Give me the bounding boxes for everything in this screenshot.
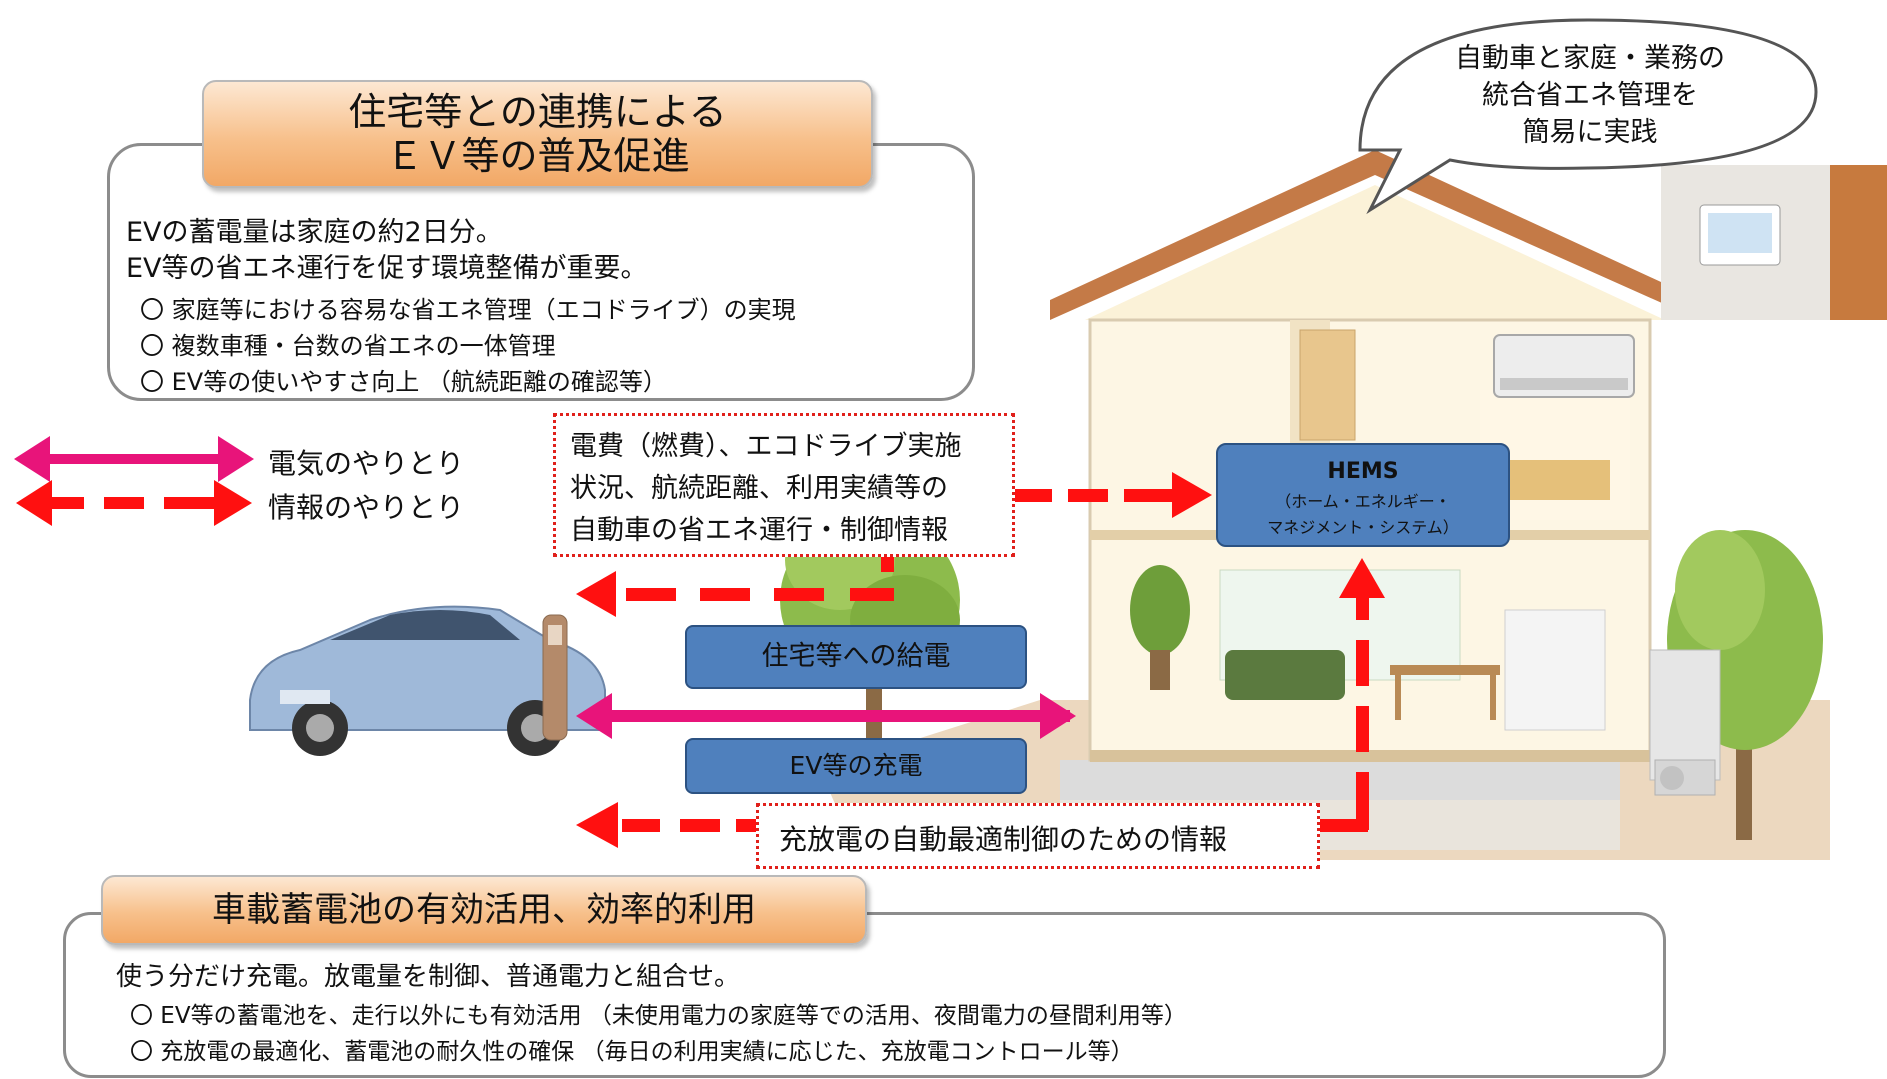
electric-exchange-arrow	[576, 693, 1076, 739]
speech-bubble-line1: 自動車と家庭・業務の	[1455, 43, 1725, 74]
top-panel-title-line1: 住宅等との連携による	[348, 90, 727, 134]
top-panel-bullet-3: 〇 EV等の使いやすさ向上 （航続距離の確認等）	[140, 368, 667, 396]
top-panel-title: 住宅等との連携による ＥＶ等の普及促進	[202, 80, 873, 188]
legend-electric-label: 電気のやりとり	[268, 447, 465, 480]
top-panel-line1: EVの蓄電量は家庭の約2日分。	[126, 217, 503, 248]
bottom-panel-line1: 使う分だけ充電。放電量を制御、普通電力と組合せ。	[116, 962, 741, 992]
legend-info-arrow	[16, 480, 252, 526]
legend-electric-arrow	[14, 436, 254, 482]
bottom-panel-bullet-1: 〇 EV等の蓄電池を、走行以外にも有効活用 （未使用電力の家庭等での活用、夜間電…	[130, 1003, 1187, 1029]
air-conditioner	[1493, 334, 1635, 398]
charge-info-to-hems-arrow	[1312, 558, 1385, 832]
vehicle-info-line1: 電費（燃費）、エコドライブ実施	[570, 431, 962, 462]
speech-bubble-line3: 簡易に実践	[1522, 117, 1658, 148]
hems-panel-photo	[1661, 165, 1887, 320]
charge-control-info-box: 充放電の自動最適制御のための情報	[756, 803, 1320, 869]
top-panel-bullet-2: 〇 複数車種・台数の省エネの一体管理	[140, 332, 556, 360]
ev-charger	[542, 614, 568, 741]
charge-info-to-car-arrow	[576, 802, 760, 848]
vehicle-info-box: 電費（燃費）、エコドライブ実施 状況、航続距離、利用実績等の 自動車の省エネ運行…	[553, 413, 1015, 557]
speech-bubble: 自動車と家庭・業務の 統合省エネ管理を 簡易に実践	[1400, 40, 1780, 151]
legend-info-label: 情報のやりとり	[268, 491, 465, 524]
bottom-panel-bullet-2: 〇 充放電の最適化、蓄電池の耐久性の確保 （毎日の利用実績に応じた、充放電コント…	[130, 1039, 1134, 1065]
ev-charge-text: EV等の充電	[789, 751, 923, 780]
vehicle-info-line2: 状況、航続距離、利用実績等の	[570, 473, 948, 504]
hems-subtitle-1: （ホーム・エネルギー・	[1275, 492, 1451, 511]
supply-to-home-text: 住宅等への給電	[761, 641, 951, 672]
speech-bubble-line2: 統合省エネ管理を	[1482, 80, 1698, 111]
hems-title: HEMS	[1327, 459, 1399, 484]
hems-subtitle-2: マネジメント・システム）	[1267, 518, 1459, 537]
top-panel-title-line2: ＥＶ等の普及促進	[385, 134, 690, 178]
supply-to-home-label: 住宅等への給電	[685, 625, 1027, 689]
bottom-panel-title: 車載蓄電池の有効活用、効率的利用	[101, 875, 867, 945]
ev-car	[249, 605, 606, 756]
ev-charge-label: EV等の充電	[685, 738, 1027, 794]
vehicle-info-line3: 自動車の省エネ運行・制御情報	[570, 515, 948, 546]
info-to-car-arrow	[576, 548, 894, 617]
info-to-hems-arrow	[1012, 472, 1212, 518]
charge-control-info-text: 充放電の自動最適制御のための情報	[779, 823, 1228, 856]
bottom-panel-title-text: 車載蓄電池の有効活用、効率的利用	[212, 890, 756, 930]
top-panel-line2: EV等の省エネ運行を促す環境整備が重要。	[126, 253, 648, 284]
top-panel-bullet-1: 〇 家庭等における容易な省エネ管理（エコドライブ）の実現	[140, 296, 796, 324]
hems-box: HEMS （ホーム・エネルギー・ マネジメント・システム）	[1216, 443, 1510, 547]
